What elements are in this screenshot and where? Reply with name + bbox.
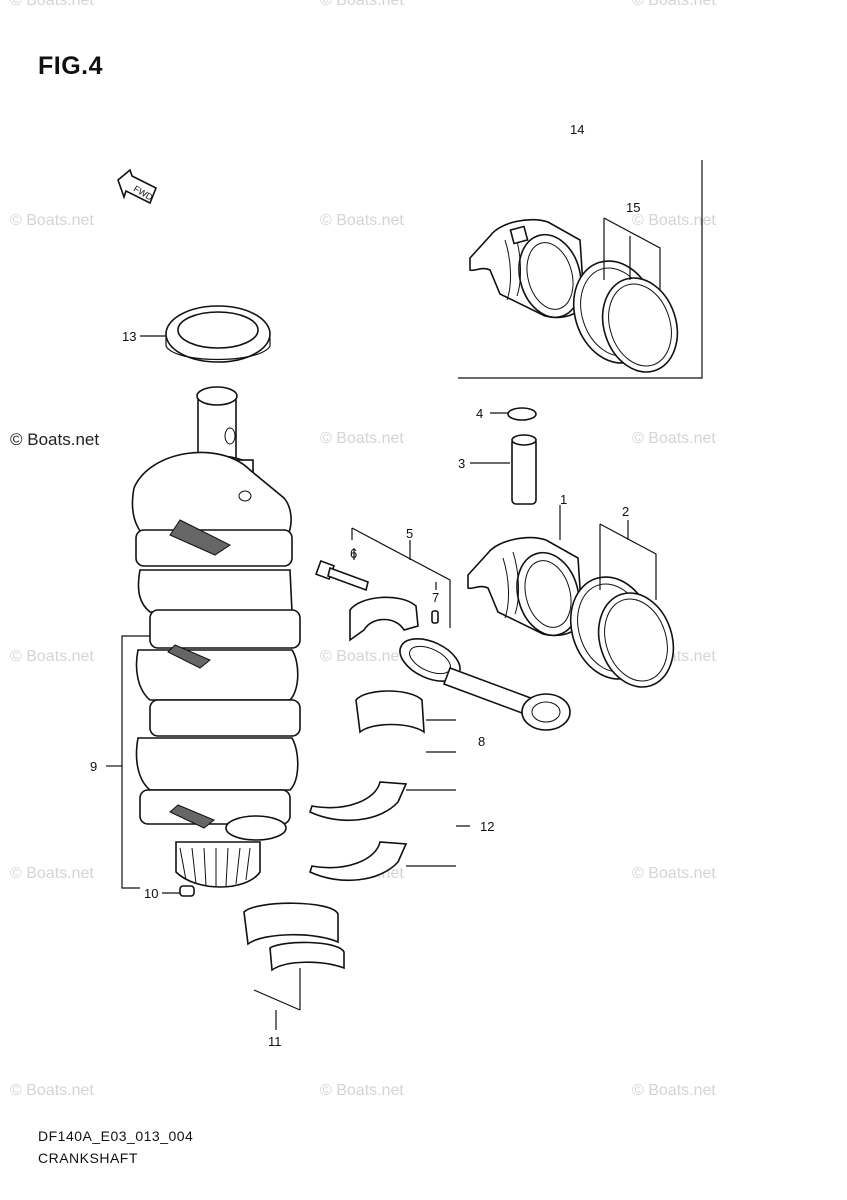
piston-kit-bracket (458, 160, 703, 379)
watermark: © Boats.net (10, 430, 100, 449)
conrod-cap (349, 596, 419, 642)
piston-ring-set (569, 520, 675, 688)
watermark: © Boats.net (320, 430, 404, 447)
watermark: © Boats.net (632, 0, 716, 9)
callout-1: 1 (560, 492, 567, 507)
oil-seal-ring (140, 305, 271, 363)
callout-6: 6 (350, 546, 357, 561)
callout-14: 14 (570, 122, 584, 137)
watermark: © Boats.net (10, 1082, 94, 1099)
callout-15: 15 (626, 200, 640, 215)
callout-4: 4 (476, 406, 483, 421)
piston (467, 505, 583, 637)
thrust-washer (309, 781, 470, 882)
dowel-pin (162, 885, 195, 897)
watermark: © Boats.net (632, 430, 716, 447)
crankshaft (131, 386, 301, 888)
piston-pin (470, 434, 537, 505)
callout-7: 7 (432, 590, 439, 605)
callout-13: 13 (122, 329, 136, 344)
conrod-bracket (351, 527, 451, 628)
watermark: © Boats.net (320, 1082, 404, 1099)
main-bearing (243, 902, 345, 1030)
kit-piston (469, 218, 585, 319)
watermark: © Boats.net (10, 865, 94, 882)
callout-3: 3 (458, 456, 465, 471)
fwd-arrow-icon: FWD (117, 168, 158, 205)
piston-pin-circlip (490, 407, 537, 421)
diagram-name: CRANKSHAFT (38, 1150, 138, 1166)
kit-piston-rings (572, 217, 679, 373)
callout-5: 5 (406, 526, 413, 541)
callout-12: 12 (480, 819, 494, 834)
figure-title: FIG.4 (38, 52, 104, 80)
watermark: © Boats.net (632, 865, 716, 882)
diagram-code: DF140A_E03_013_004 (38, 1128, 194, 1144)
watermark: © Boats.net (10, 648, 94, 665)
callout-10: 10 (144, 886, 158, 901)
watermark: © Boats.net (320, 212, 404, 229)
conrod-bearing (355, 690, 456, 753)
conrod-pin (431, 582, 439, 624)
callout-2: 2 (622, 504, 629, 519)
callout-8: 8 (478, 734, 485, 749)
watermark: © Boats.net (10, 0, 94, 9)
watermark: © Boats.net (632, 1082, 716, 1099)
watermark: © Boats.net (632, 212, 716, 229)
callout-9: 9 (90, 759, 97, 774)
watermark: © Boats.net (10, 212, 94, 229)
watermark: © Boats.net (320, 648, 404, 665)
watermark: © Boats.net (320, 0, 404, 9)
callout-11: 11 (268, 1034, 282, 1049)
crankshaft-bracket-9 (106, 635, 150, 889)
conrod-bolt (315, 548, 369, 592)
connecting-rod (399, 638, 571, 731)
